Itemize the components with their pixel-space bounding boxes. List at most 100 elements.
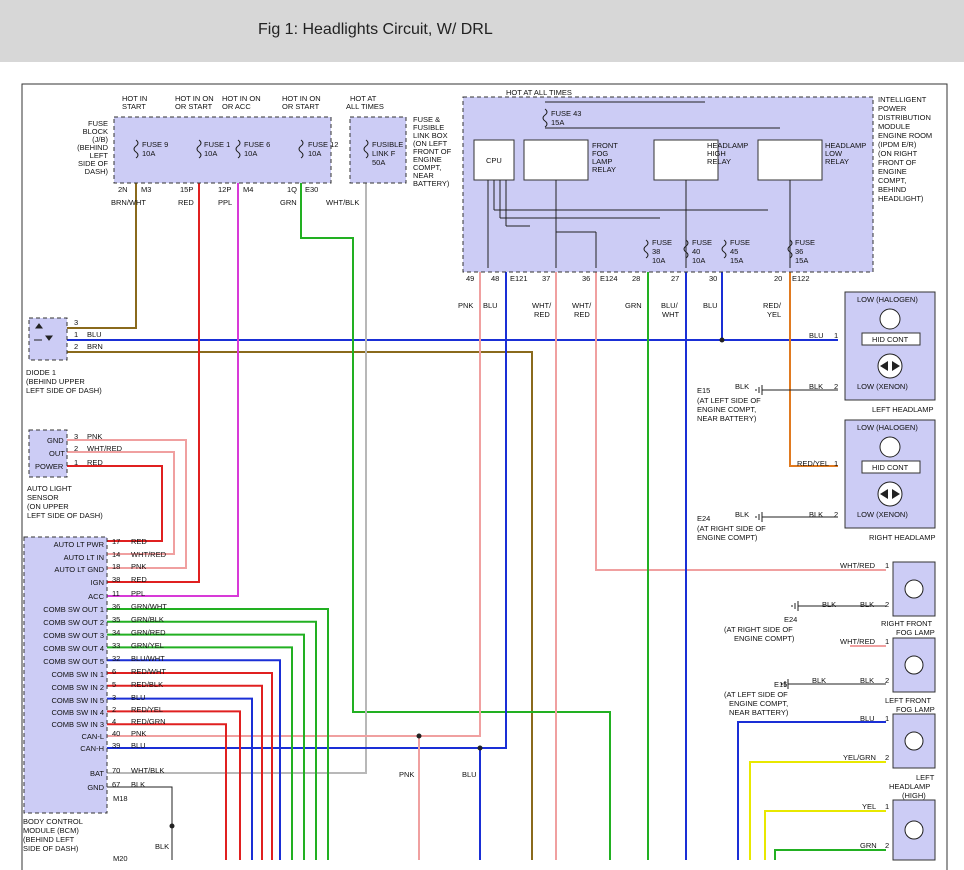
diode-wire-blu: BLU xyxy=(87,330,102,339)
wire-brn-wht xyxy=(67,183,137,329)
wire-comb-9 xyxy=(107,723,227,860)
right-headlamp-ground: E24 xyxy=(697,514,710,523)
headlights-circuit-diagram: FUSE BLOCK (J/B) (BEHIND LEFT SIDE OF DA… xyxy=(21,83,948,870)
fuse-9-pin: 2N xyxy=(118,185,128,194)
left-fog-gnd-label-1: ENGINE COMPT, xyxy=(729,699,788,708)
bcm-terminal-3: IGN xyxy=(91,578,104,587)
bcm-wire-3: RED xyxy=(131,575,147,584)
figure-header: Fig 1: Headlights Circuit, W/ DRL xyxy=(0,0,964,62)
left-high-label-2: (HIGH) xyxy=(902,791,926,800)
connection-nodes xyxy=(169,337,799,829)
fuse-40-l1: 40 xyxy=(692,247,700,256)
fusible-box-label-6: COMPT, xyxy=(413,163,441,172)
wire-comb-5 xyxy=(107,672,273,860)
sensor-label-1: SENSOR xyxy=(27,493,59,502)
right-headlamp-gnd-wire: BLK xyxy=(735,510,749,519)
bcm-pin-7: 34 xyxy=(112,628,120,637)
wire-comb-6 xyxy=(107,684,263,860)
left-high-label-1: HEADLAMP xyxy=(889,782,930,791)
bottom-lamp-pin-1: 1 xyxy=(885,802,889,811)
left-fog-pin-2: 2 xyxy=(885,676,889,685)
hot-label-2b: OR ACC xyxy=(222,102,251,111)
hot-label-2a: HOT IN ON xyxy=(222,94,261,103)
body-control-module: M18 M20 BODY CONTROL MODULE (BCM) (BEHIN… xyxy=(23,536,477,863)
hot-label-1b: OR START xyxy=(175,102,213,111)
bcm-pin-17: 70 xyxy=(112,766,120,775)
hot-label-1a: HOT IN ON xyxy=(175,94,214,103)
left-headlamp-gnd-wire: BLK xyxy=(735,382,749,391)
wire-wht-blk xyxy=(107,183,367,774)
fuse-1-name: FUSE 1 xyxy=(204,140,230,149)
ipdm-label-11: HEADLIGHT) xyxy=(878,194,924,203)
fog-relay-label-0: FRONT xyxy=(592,141,618,150)
bcm-wire-2: PNK xyxy=(131,562,146,571)
front-fog-relay-box xyxy=(523,139,589,181)
left-fog-gnd-label-2: NEAR BATTERY) xyxy=(729,708,789,717)
wire-ppl-fuse6 xyxy=(107,183,239,597)
fuse-block-label-4: LEFT xyxy=(90,151,109,160)
ipdm-label-8: ENGINE xyxy=(878,167,907,176)
fuse-block-label-3: (BEHIND xyxy=(77,143,108,152)
right-hid-label: HID CONT xyxy=(872,463,909,472)
left-headlamp-gnd-label-1: ENGINE COMPT, xyxy=(697,405,756,414)
fusible-box-label-0: FUSE & xyxy=(413,115,440,124)
ipdm-pin-27: 27 xyxy=(671,274,679,283)
left-hid-label: HID CONT xyxy=(872,335,909,344)
fuse-40-l2: 10A xyxy=(692,256,705,265)
ipdm-pin-28: 28 xyxy=(632,274,640,283)
left-fog-gnd-wire: BLK xyxy=(860,676,874,685)
fusible-link-name-b: LINK F xyxy=(372,149,396,158)
wire-label-red: RED xyxy=(178,198,194,207)
fusible-hot-b: ALL TIMES xyxy=(346,102,384,111)
bcm-terminal-16: CAN-H xyxy=(80,744,104,753)
right-fog-bulb xyxy=(904,579,924,599)
ipdm-label-3: MODULE xyxy=(878,122,910,131)
wire-blu-high xyxy=(737,721,886,860)
left-halogen-bulb xyxy=(879,308,901,330)
sensor-term-power: POWER xyxy=(35,462,64,471)
fuse-6-pin: 12P xyxy=(218,185,231,194)
bcm-wire-14: RED/GRN xyxy=(131,717,166,726)
headlamp-high-relay-box xyxy=(653,139,719,181)
ipdm-wire-blu: BLU xyxy=(483,301,498,310)
headlamp-low-relay-box xyxy=(757,139,823,181)
junction-node-3 xyxy=(169,823,175,829)
right-xenon-bulb xyxy=(877,481,903,507)
ipdm-wire-wht-red-2a: WHT/ xyxy=(572,301,592,310)
junction-node-0 xyxy=(719,337,725,343)
left-fog-label-1: FOG LAMP xyxy=(896,705,935,714)
low-relay-label-1: LOW xyxy=(825,149,843,158)
right-headlamp-pin-1: 1 xyxy=(834,459,838,468)
right-headlamp-top: LOW (HALOGEN) xyxy=(857,423,918,432)
bcm-terminal-7: COMB SW OUT 3 xyxy=(43,631,104,640)
fuse-40-symbol xyxy=(683,239,689,259)
fusible-box-label-4: FRONT OF xyxy=(413,147,452,156)
wire-brn-main xyxy=(67,351,533,860)
fuse-9-conn: M3 xyxy=(141,185,151,194)
ipdm-label-6: (ON RIGHT xyxy=(878,149,918,158)
wire-label-wht-blk: WHT/BLK xyxy=(326,198,359,207)
ipdm-outline xyxy=(462,96,874,273)
bcm-pin-3: 38 xyxy=(112,575,120,584)
left-high-wire-blu: BLU xyxy=(860,714,875,723)
fusible-link-box: HOT AT ALL TIMES FUSIBLE LINK F 50A FUSE… xyxy=(326,94,452,207)
diode-pin-1: 1 xyxy=(74,330,78,339)
ipdm-wire-wht-red-1b: RED xyxy=(534,310,550,319)
diode-symbol-b xyxy=(45,335,53,341)
ipdm-wire-wht-red-1a: WHT/ xyxy=(532,301,552,310)
bcm-wire-13: RED/YEL xyxy=(131,705,163,714)
fuse-block-label-1: BLOCK xyxy=(83,127,108,136)
bcm-terminal-13: COMB SW IN 4 xyxy=(51,708,104,717)
fusible-link-name-a: FUSIBLE xyxy=(372,140,403,149)
bcm-pin-10: 6 xyxy=(112,667,116,676)
wire-yel-bottom xyxy=(764,810,886,860)
wire-label-brn-wht-a: BRN/WHT xyxy=(111,198,146,207)
fuse-12-symbol xyxy=(298,139,304,159)
fuse-9-symbol xyxy=(133,139,139,159)
left-fog-label-0: LEFT FRONT xyxy=(885,696,932,705)
hot-label-0b: START xyxy=(122,102,146,111)
bottom-lamp: 1 2 YEL GRN xyxy=(860,799,936,861)
ipdm-label-1: POWER xyxy=(878,104,907,113)
ground-symbol-3 xyxy=(781,679,789,689)
right-fog-gnd-wire-2: BLK xyxy=(822,600,836,609)
